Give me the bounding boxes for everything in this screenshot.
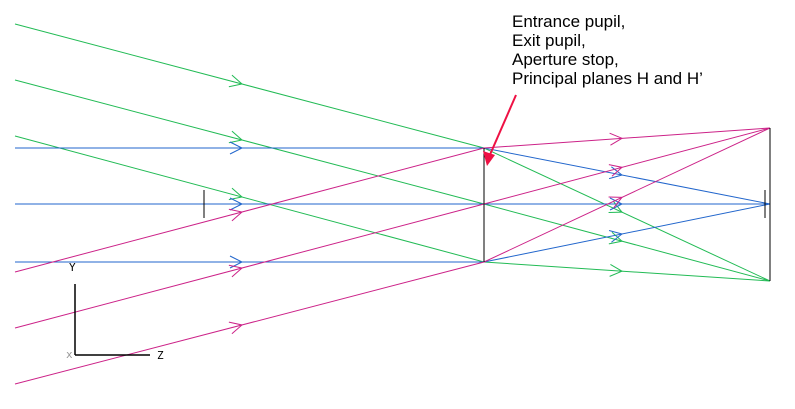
ray-1-arrow-0 <box>228 130 244 144</box>
ray-7-arrow-0 <box>228 264 244 278</box>
ray-8-arrow-1 <box>608 196 624 209</box>
ray-3-arrow-0 <box>229 141 244 155</box>
ray-2-arrow-1 <box>609 263 624 277</box>
ray-5-arrow-1 <box>608 230 624 243</box>
ray-3 <box>15 147 771 205</box>
annotation-line-entrance-pupil: Entrance pupil, <box>512 12 626 31</box>
annotation-text: Entrance pupil, Exit pupil, Aperture sto… <box>512 12 703 88</box>
ray-5 <box>15 203 771 263</box>
ray-4-arrow-0 <box>229 197 244 211</box>
annotation-line-aperture-stop: Aperture stop, <box>512 50 619 69</box>
annotation-arrow-line <box>488 94 517 158</box>
annotation-arrow-head <box>483 151 495 166</box>
x-axis-label: x <box>66 348 73 361</box>
ray-1 <box>14 79 771 282</box>
ray-0-arrow-0 <box>228 74 244 88</box>
annotation-line-principal-planes: Principal planes H and H’ <box>512 69 703 88</box>
ray-2-arrow-0 <box>228 187 244 201</box>
z-axis-label: Z <box>157 349 164 362</box>
ray-6-arrow-1 <box>609 132 624 146</box>
ray-8-arrow-0 <box>228 321 244 335</box>
y-axis-label: Y <box>69 261 76 274</box>
annotation-line-exit-pupil: Exit pupil, <box>512 31 586 50</box>
optical-structure <box>74 94 771 356</box>
ray-7-arrow-1 <box>608 164 624 177</box>
ray-6-arrow-0 <box>228 208 244 222</box>
